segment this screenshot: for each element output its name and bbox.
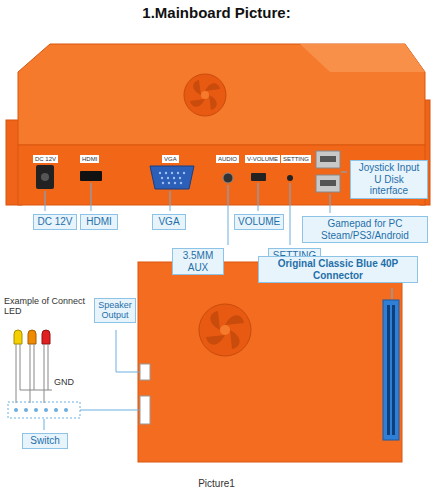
callout-text: Original Classic Blue 40P Connector (262, 258, 414, 281)
board-body (138, 262, 402, 462)
fan-icon (184, 74, 226, 116)
led-example (14, 330, 52, 403)
port-print: HDMI (80, 155, 99, 163)
callout-box: VOLUME (234, 214, 284, 230)
callout-box: Joystick Input U Disk interface (350, 160, 428, 199)
speaker-connector (140, 364, 150, 380)
port-print: VGA (162, 155, 179, 163)
callout-text: 3.5MM AUX (176, 250, 220, 273)
dc-jack (36, 165, 54, 189)
vga-pins (159, 172, 185, 184)
board-top-highlight (300, 44, 425, 72)
usb-port (316, 175, 340, 192)
board-front-view (6, 44, 430, 205)
port-print: AUDIO (216, 155, 239, 163)
audio-jack (223, 173, 233, 183)
switch-pins (8, 402, 80, 418)
volume-slot (251, 173, 266, 181)
callout-box: Speaker Output (94, 298, 136, 323)
callout-text: VGA (156, 216, 182, 228)
callout-box: HDMI (80, 214, 118, 230)
note-label: Example of Connect LED (4, 296, 90, 317)
callout-box: VGA (152, 214, 186, 230)
setting-button (287, 175, 293, 181)
vga-port (150, 166, 194, 189)
callout-text: VOLUME (238, 216, 280, 228)
board-top (18, 44, 425, 145)
callout-box: Original Classic Blue 40P Connector (258, 256, 418, 283)
page-title: 1.Mainboard Picture: (0, 4, 433, 21)
board-top-view (138, 262, 402, 462)
callout-text: Gamepad for PC Steam/PS3/Android (306, 218, 424, 241)
callout-box: 3.5MM AUX (172, 248, 224, 275)
callout-text: HDMI (84, 216, 114, 228)
callout-text: Switch (26, 435, 64, 447)
port-print: V-VOLUME (245, 155, 280, 163)
callout-box: DC 12V (33, 214, 77, 230)
callout-text: Speaker Output (98, 300, 132, 321)
figure-caption: Picture1 (0, 478, 433, 489)
connector-40p (383, 300, 399, 440)
hdmi-port (80, 171, 102, 181)
callout-box: Switch (22, 433, 68, 449)
port-print: DC 12V (33, 155, 58, 163)
usb-port (316, 151, 340, 168)
dc-jack-hole (41, 173, 49, 181)
connector-pins (387, 305, 395, 435)
switch-connector (140, 396, 150, 424)
callout-text: Joystick Input U Disk interface (354, 162, 424, 197)
port-print: SETTING (281, 155, 311, 163)
leader-lines (44, 288, 392, 430)
usb-port-inner (320, 156, 336, 162)
callout-box: Gamepad for PC Steam/PS3/Android (302, 216, 428, 243)
fan-icon (199, 304, 251, 356)
note-label: GND (54, 377, 74, 387)
callout-text: DC 12V (37, 216, 73, 228)
usb-port-inner (320, 180, 336, 186)
